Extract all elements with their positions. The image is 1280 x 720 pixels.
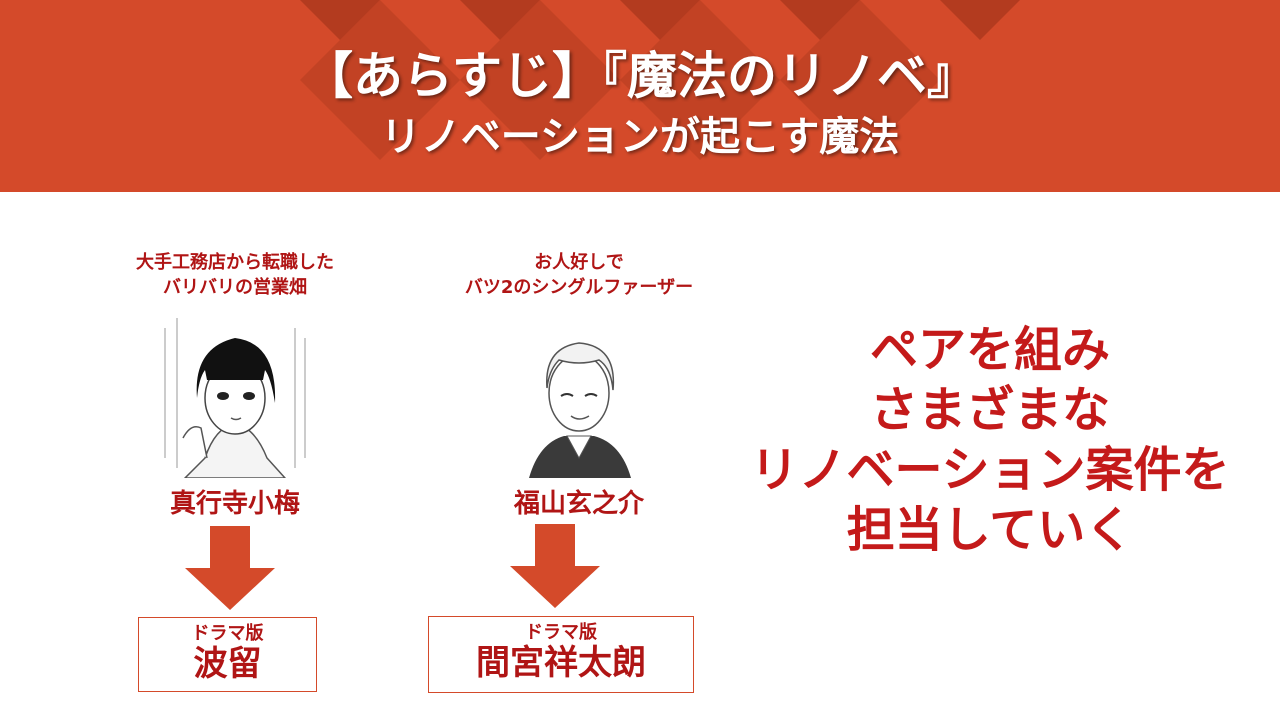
page-title: 【あらすじ】『魔法のリノベ』	[303, 47, 977, 105]
drama-label: ドラマ版	[191, 623, 264, 644]
character-description: バリバリの営業畑	[163, 277, 307, 298]
character-gennosuke: お人好しで バツ2のシングルファーザー 福山玄之介	[429, 250, 729, 520]
drama-cast-box-haru: ドラマ版 波留	[138, 617, 317, 692]
message-line: リノベーション案件を	[750, 442, 1230, 498]
woman-portrait-illustration	[155, 308, 315, 478]
down-arrow-icon	[185, 526, 275, 610]
character-name: 真行寺小梅	[169, 489, 300, 519]
story-message: ペアを組み さまざまな リノベーション案件を 担当していく	[720, 320, 1260, 560]
diamond-pattern	[300, 0, 1020, 160]
man-portrait-illustration	[499, 308, 659, 478]
drama-actor-name: 間宮祥太朗	[476, 643, 646, 683]
down-arrow-icon	[510, 524, 600, 608]
character-koume: 大手工務店から転職した バリバリの営業畑 真行寺小梅	[85, 250, 385, 520]
message-line: ペアを組み	[869, 322, 1110, 378]
character-description: 大手工務店から転職した	[136, 252, 334, 273]
drama-cast-box-mamiya: ドラマ版 間宮祥太朗	[428, 616, 694, 693]
character-name: 福山玄之介	[513, 489, 644, 519]
page-subtitle: リノベーションが起こす魔法	[380, 114, 900, 160]
drama-actor-name: 波留	[193, 644, 262, 684]
drama-label: ドラマ版	[525, 622, 597, 643]
header-banner: 【あらすじ】『魔法のリノベ』 リノベーションが起こす魔法	[0, 0, 1280, 192]
message-line: 担当していく	[846, 502, 1134, 558]
message-line: さまざまな	[869, 382, 1110, 438]
character-description: お人好しで	[534, 252, 624, 273]
character-description: バツ2のシングルファーザー	[464, 277, 694, 298]
